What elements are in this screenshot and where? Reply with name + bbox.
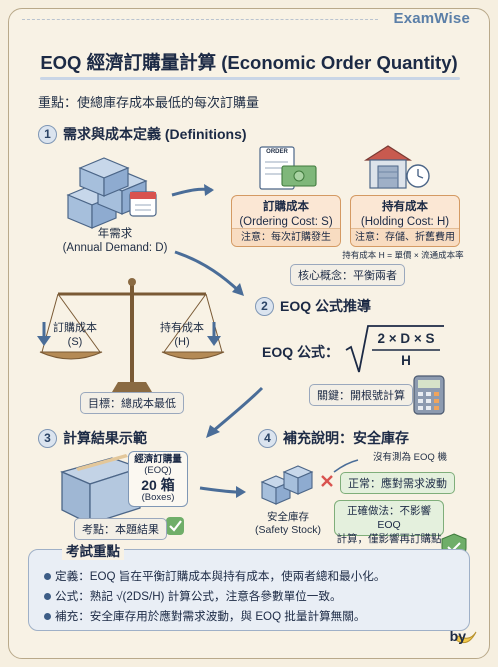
eoq-result-tag: 經濟訂購量 (EOQ) 20 箱 (Boxes) <box>128 451 188 507</box>
checkmark-icon <box>166 517 184 535</box>
section1-heading: 1 需求與成本定義 (Definitions) <box>38 124 247 144</box>
section4-number: 4 <box>258 428 277 448</box>
bullet-icon <box>44 572 51 580</box>
money-icon <box>281 165 317 187</box>
exam-points-box <box>28 549 470 631</box>
goal-pill: 目標：總成本最低 <box>80 392 184 414</box>
exam-item-2: 公式：熟記 √(2DS/H) 計算公式，注意各參數單位一致。 <box>44 588 342 604</box>
bullet-icon <box>44 612 51 620</box>
arrow-no-eoq <box>333 459 359 473</box>
holding-cost-title: 持有成本 <box>382 201 428 213</box>
demand-subtitle: (Annual Demand: D) <box>62 242 168 255</box>
section2-heading: 2 EOQ 公式推導 <box>255 296 371 316</box>
down-arrow-left-icon <box>37 322 51 346</box>
core-concept-pill: 核心概念：平衡兩者 <box>290 264 405 286</box>
holding-cost-box: 持有成本 (Holding Cost: H) 注意：存儲、折舊費用 <box>350 195 460 247</box>
exam-item-1-text: 定義：EOQ 旨在平衡訂購成本與持有成本，使兩者總和最小化。 <box>55 570 386 583</box>
cross-icon <box>321 475 333 487</box>
holding-cost-subtitle: (Holding Cost: H) <box>360 215 450 228</box>
section3-title: 計算結果示範 <box>63 430 147 446</box>
order-slip-label: ORDER <box>266 149 288 155</box>
bullet-icon <box>44 592 51 600</box>
section3-number: 3 <box>38 428 57 448</box>
banana-icon <box>455 631 477 644</box>
header-divider <box>22 19 378 20</box>
brand-logo: ExamWise <box>387 10 476 27</box>
scale-right-title: 持有成本 <box>160 322 204 334</box>
safety-stock-boxes-icon <box>260 465 314 505</box>
correct-line2: 計算，僅影響再訂購點 <box>336 533 442 546</box>
page-title: EOQ 經濟訂購量計算 (Economic Order Quantity) <box>40 52 458 73</box>
normal-pill: 正常：應對需求波動 <box>340 472 455 494</box>
formula-label: EOQ 公式： <box>262 344 340 360</box>
down-arrow-right-icon <box>207 322 221 346</box>
arrow-to-formula <box>174 250 242 294</box>
section2-number: 2 <box>255 296 274 316</box>
no-eoq-note: 沒有測為 EOQ 機 <box>373 452 447 463</box>
balance-scale-icon <box>39 278 225 392</box>
eoq-tag-sub: (EOQ) <box>144 464 172 476</box>
correct-line1: 正確做法：不影響 EOQ <box>347 505 431 532</box>
formula-numerator: 2 × D × S <box>377 331 435 346</box>
section4-heading: 4 補充說明：安全庫存 <box>258 428 409 448</box>
scale-left-title: 訂購成本 <box>53 322 97 334</box>
ordering-cost-box: 訂購成本 (Ordering Cost: S) 注意：每次訂購發生 <box>231 195 341 247</box>
calculator-icon <box>413 375 445 415</box>
section4-title: 補充說明：安全庫存 <box>283 430 409 446</box>
exam-item-2-text: 公式：熟記 √(2DS/H) 計算公式，注意各參數單位一致。 <box>55 590 342 603</box>
ordering-cost-note: 注意：每次訂購發生 <box>232 228 340 246</box>
arrow-to-safety <box>199 486 239 494</box>
exam-item-1: 定義：EOQ 旨在平衡訂購成本與持有成本，使兩者總和最小化。 <box>44 568 385 584</box>
exam-points-title: 考試重點 <box>62 540 124 560</box>
cardboard-box-icon <box>60 454 143 526</box>
calendar-icon <box>129 191 157 217</box>
section3-heading: 3 計算結果示範 <box>38 428 147 448</box>
scale-left-label: 訂購成本 (S) <box>50 322 100 350</box>
correct-approach-box: 正確做法：不影響 EOQ 計算，僅影響再訂購點 <box>334 500 444 545</box>
eoq-tag-title: 經濟訂購量 <box>134 454 182 465</box>
key-pill: 關鍵：開根號計算 <box>309 384 413 406</box>
section1-title: 需求與成本定義 (Definitions) <box>63 126 247 142</box>
keypoint-text: 重點：使總庫存成本最低的每次訂購量 <box>38 95 260 110</box>
eoq-tag-unit: (Boxes) <box>141 491 175 503</box>
clock-icon <box>406 164 430 188</box>
title-underline <box>40 77 460 80</box>
eoq-tag-value: 20 箱 <box>141 476 175 493</box>
demand-title: 年需求 <box>97 228 133 240</box>
scale-right-label: 持有成本 (H) <box>154 322 210 350</box>
boxes-stack-icon <box>66 157 148 229</box>
arrow-to-result <box>211 386 264 434</box>
warehouse-icon <box>363 145 413 189</box>
safety-stock-title: 安全庫存 <box>267 511 309 523</box>
ordering-cost-subtitle: (Ordering Cost: S) <box>239 215 333 228</box>
section1-number: 1 <box>38 124 57 144</box>
exam-item-3: 補充：安全庫存用於應對需求波動，與 EOQ 批量計算無關。 <box>44 608 365 624</box>
section2-title: EOQ 公式推導 <box>280 298 372 314</box>
safety-stock-subtitle: (Safety Stock) <box>255 524 321 537</box>
exam-item-3-text: 補充：安全庫存用於應對需求波動，與 EOQ 批量計算無關。 <box>55 610 366 623</box>
sqrt-formula <box>345 325 444 373</box>
holding-cost-formula: 持有成本 H = 單價 × 流通成本率 <box>342 250 464 260</box>
demand-label: 年需求 (Annual Demand: D) <box>52 227 178 256</box>
scale-left-sub: (S) <box>67 335 83 348</box>
author-byline: by <box>449 628 466 644</box>
ordering-cost-title: 訂購成本 <box>263 201 309 213</box>
safety-stock-label: 安全庫存 (Safety Stock) <box>248 511 328 537</box>
exam-point-pill: 考點：本題結果 <box>74 518 167 540</box>
formula-denominator: H <box>401 353 411 368</box>
scale-right-sub: (H) <box>174 335 190 348</box>
holding-cost-note: 注意：存儲、折舊費用 <box>351 228 459 246</box>
